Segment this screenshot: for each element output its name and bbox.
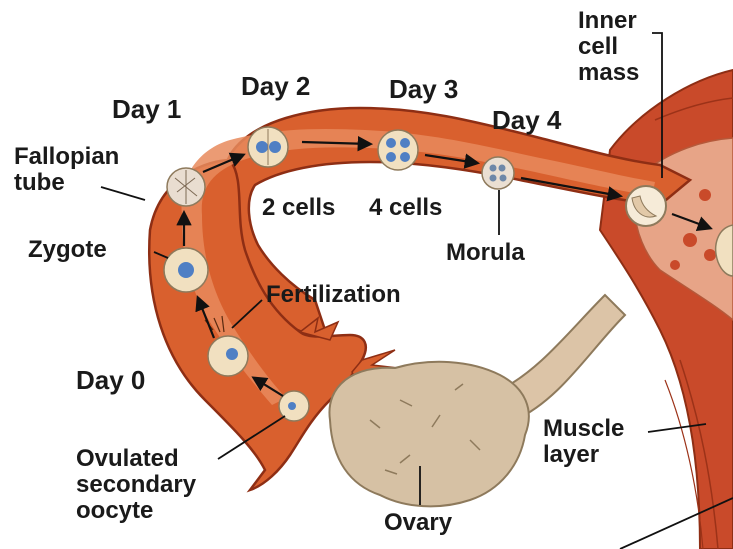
- inner-cell-mass-label: Inner cell mass: [578, 8, 639, 86]
- day0-label: Day 0: [76, 366, 145, 394]
- four-cells-label: 4 cells: [369, 195, 442, 221]
- ovary-label: Ovary: [384, 510, 452, 536]
- muscle-layer-label: Muscle layer: [543, 416, 624, 468]
- four-cell-embryo: [378, 130, 418, 170]
- morula-label: Morula: [446, 240, 525, 266]
- ovulated-oocyte-label: Ovulated secondary oocyte: [76, 446, 196, 524]
- day3-label: Day 3: [389, 75, 458, 103]
- morula-cell: [482, 157, 514, 189]
- day2-label: Day 2: [241, 72, 310, 100]
- zygote-cell: [164, 248, 208, 292]
- fertilization-label: Fertilization: [266, 282, 401, 308]
- blastocyst-cell: [626, 186, 666, 226]
- two-cells-label: 2 cells: [262, 195, 335, 221]
- day4-label: Day 4: [492, 106, 561, 134]
- ovary-shape: [329, 362, 528, 507]
- day1-dividing-cell: [167, 168, 205, 206]
- day1-label: Day 1: [112, 95, 181, 123]
- fallopian-tube-label: Fallopian tube: [14, 144, 119, 196]
- zygote-label: Zygote: [28, 237, 107, 263]
- two-cell-embryo: [248, 127, 288, 167]
